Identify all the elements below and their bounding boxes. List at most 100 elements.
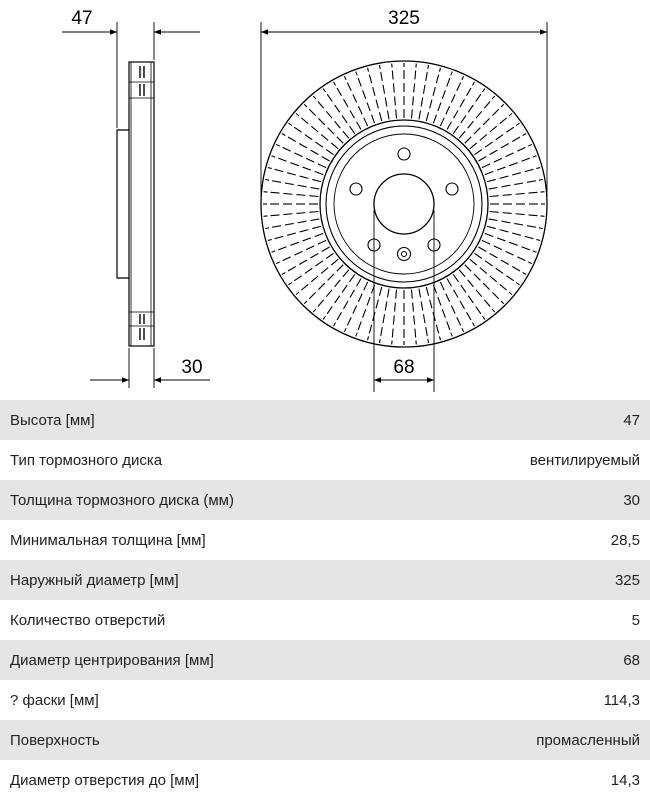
vent-dash [473,127,481,135]
vent-dash [281,272,286,275]
vent-dash [336,264,344,272]
vent-dash [282,146,291,152]
vent-dash [527,225,537,228]
vent-dash [265,227,270,230]
vent-dash [325,149,334,156]
vent-dash [336,136,344,144]
vent-dash [461,327,465,333]
vent-dash [509,162,518,167]
vent-dash [271,155,276,158]
vent-dash [414,70,417,80]
spec-row-min-thickness: Минимальная толщина [мм] 28,5 [0,520,650,560]
spec-row-disc-type: Тип тормозного диска вентилируемый [0,440,650,480]
vent-dash [267,238,272,242]
vent-dash [305,157,315,163]
dim-center-bore-label: 68 [393,357,414,378]
vent-dash [370,114,376,124]
vent-dash [391,70,394,80]
vent-dash [334,104,341,113]
vent-dash [467,279,474,288]
vent-dash [326,93,333,102]
vent-dash [357,105,363,115]
vent-dash [420,301,424,311]
vent-dash [333,81,336,86]
vent-dash [483,299,491,308]
vent-dash [265,178,270,181]
spec-row-bolt-circle: ? фаски [мм] 114,3 [0,680,650,720]
vent-dash [489,210,499,213]
vent-dash [467,104,474,113]
spec-row-height: Высота [мм] 47 [0,400,650,440]
vent-dash [290,241,299,246]
vent-dash [499,229,509,233]
vent-dash [297,184,307,188]
vent-dash [294,250,303,256]
vent-dash [310,218,320,222]
vent-dash [460,284,467,293]
vent-dash [464,264,472,272]
spec-row-outer-diameter: Наружный диаметр [мм] 325 [0,560,650,600]
vent-dash [267,166,272,170]
vent-dash [317,299,325,308]
specifications-table: Высота [мм] 47 Тип тормозного диска вент… [0,400,650,800]
vent-dash [362,90,367,99]
vent-dash [425,327,428,337]
bolt-hole [445,182,459,196]
vent-dash [343,98,349,108]
vent-dash [270,214,280,217]
vent-dash [467,120,474,129]
spec-value: 5 [631,611,640,629]
vent-dash [422,314,426,324]
vent-dash [496,166,506,171]
vent-dash [514,182,524,186]
vent-dash [538,227,543,230]
vent-dash [300,117,309,125]
vent-dash [325,289,333,298]
vent-dash [380,327,383,337]
vent-dash [499,175,509,179]
vent-dash [386,288,390,298]
vent-dash [467,295,474,304]
vent-dash [484,170,494,176]
vent-dash [321,156,330,162]
disc-hat-profile [116,129,129,279]
vent-dash [334,295,341,304]
vent-dash [515,282,520,286]
vent-dash [287,136,297,142]
vent-dash [322,88,326,93]
vent-dash [478,246,487,252]
vent-dash [496,237,506,242]
vent-dash [326,306,333,315]
vent-dash [384,301,388,311]
vent-dash [500,143,510,149]
vent-dash [453,110,459,119]
vent-dash [334,120,341,129]
disc-ring-profile [128,61,155,347]
disc-side-view [116,61,155,347]
vent-dash [355,71,358,76]
vent-dash [508,291,513,296]
vent-dash [456,82,462,91]
vent-dash [489,149,498,155]
locating-screw-hole [396,246,412,262]
vent-dash [532,250,537,253]
vent-dash [469,258,478,266]
spec-label: Количество отверстий [10,611,166,629]
spec-value: 325 [614,571,640,589]
vent-dash [310,125,319,133]
vent-dash [489,275,498,283]
vent-dash [356,278,362,287]
vent-dash [342,130,350,139]
vent-dash [499,117,508,125]
vent-dash [294,152,303,158]
vent-dash [296,212,306,214]
vent-dash [386,110,390,120]
vent-dash [330,258,339,266]
vent-dash [274,168,284,173]
vent-dash [427,338,430,343]
dim-height-label: 47 [71,8,92,29]
vent-dash [325,252,334,259]
vent-dash [412,302,414,312]
vent-dash [283,192,293,195]
vent-dash [286,172,296,176]
